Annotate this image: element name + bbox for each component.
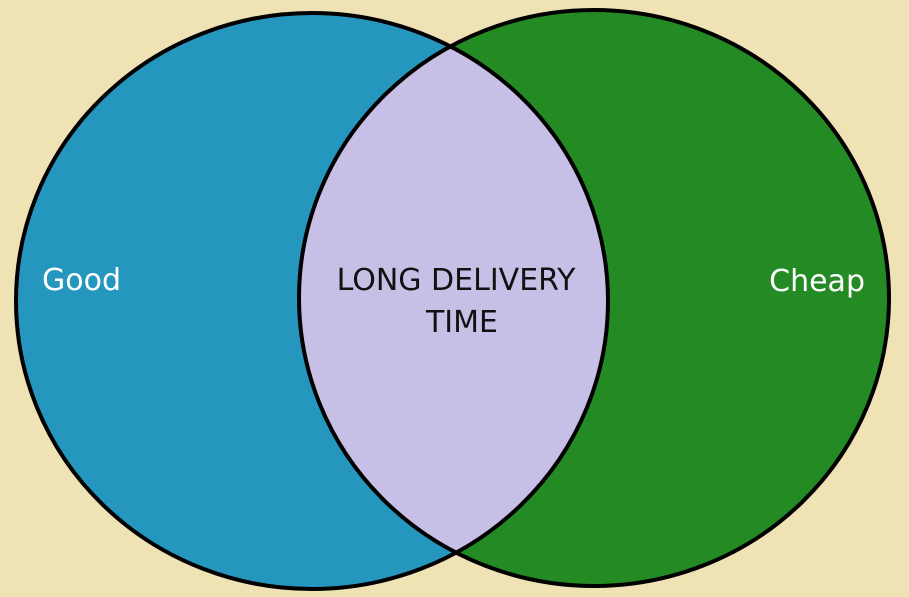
intersection-label-line2: TIME [425,305,498,340]
left-circle-outline [14,11,610,591]
intersection-label-line1: LONG DELIVERY [337,263,577,298]
intersection-region [299,13,608,586]
right-circle-outline [297,8,891,588]
right-set-label: Cheap [769,264,865,299]
left-set-label: Good [42,263,121,298]
